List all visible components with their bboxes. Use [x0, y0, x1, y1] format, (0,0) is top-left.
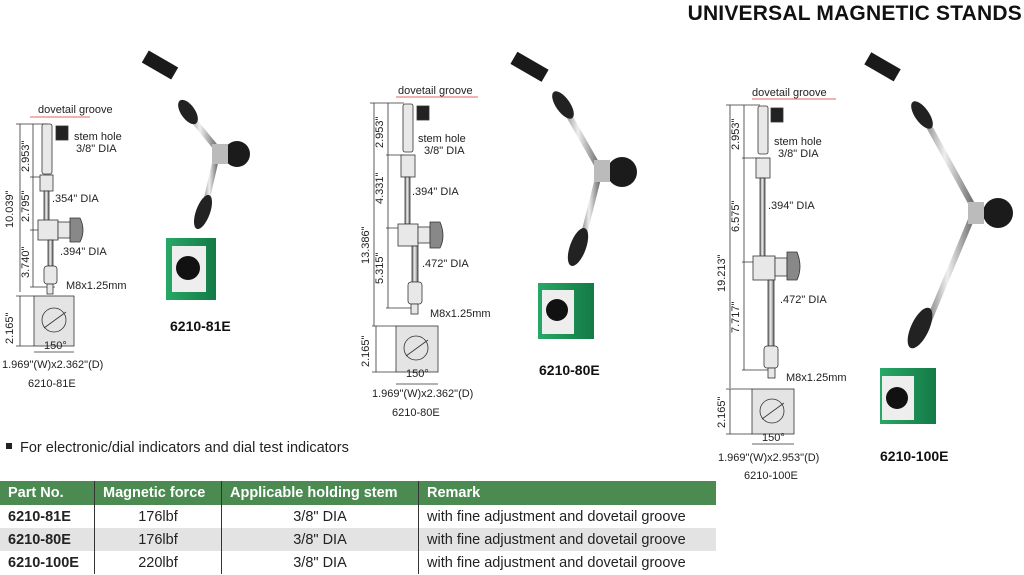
cell-holding-stem: 3/8" DIA [221, 505, 419, 528]
drawing-6210-80E [370, 96, 478, 385]
drawing-model: 6210-80E [392, 407, 440, 419]
segment-3: 7.717" [730, 301, 742, 333]
bullet-square-icon [6, 443, 12, 450]
header-magnetic-force: Magnetic force [94, 481, 222, 505]
rod-dia-2: .472" DIA [780, 294, 827, 306]
segment-3: 5.315" [374, 252, 386, 284]
photo-caption: 6210-81E [170, 318, 231, 334]
segment-1: 2.953" [374, 116, 386, 148]
drawings-layer [16, 50, 1013, 445]
cell-remark: with fine adjustment and dovetail groove [418, 505, 716, 528]
note-text: For electronic/dial indicators and dial … [20, 440, 349, 456]
angle-label: 150° [762, 432, 785, 444]
segment-2: 6.575" [730, 200, 742, 232]
table-row: 6210-80E 176lbf 3/8" DIA with fine adjus… [0, 528, 716, 551]
note-line: For electronic/dial indicators and dial … [6, 440, 349, 456]
dovetail-label: dovetail groove [398, 85, 473, 97]
dovetail-label: dovetail groove [752, 87, 827, 99]
drawing-model: 6210-81E [28, 378, 76, 390]
base-size: 1.969"(W)x2.362"(D) [2, 359, 104, 371]
thread-label: M8x1.25mm [430, 308, 491, 320]
thread-label: M8x1.25mm [66, 280, 127, 292]
total-height: 13.386" [360, 226, 372, 264]
photo-6210-100E [864, 52, 1013, 424]
total-height: 19.213" [716, 254, 728, 292]
table-row: 6210-100E 220lbf 3/8" DIA with fine adju… [0, 551, 716, 574]
drawing-6210-81E [16, 116, 90, 353]
header-part-no: Part No. [0, 481, 95, 505]
total-height: 10.039" [4, 190, 16, 228]
base-height: 2.165" [360, 335, 372, 367]
stem-hole-dia: 3/8" DIA [778, 148, 819, 160]
drawing-model: 6210-100E [744, 470, 798, 482]
base-size: 1.969"(W)x2.953"(D) [718, 452, 820, 464]
cell-magnetic-force: 176lbf [94, 505, 222, 528]
cell-holding-stem: 3/8" DIA [221, 528, 419, 551]
cell-part-no: 6210-80E [0, 528, 95, 551]
rod-dia-2: .472" DIA [422, 258, 469, 270]
page-title: UNIVERSAL MAGNETIC STANDS [687, 2, 1022, 25]
base-height: 2.165" [716, 396, 728, 428]
spec-table: Part No. Magnetic force Applicable holdi… [0, 481, 716, 574]
rod-dia-1: .394" DIA [412, 186, 459, 198]
cell-part-no: 6210-81E [8, 508, 71, 525]
base-size: 1.969"(W)x2.362"(D) [372, 388, 474, 400]
stem-hole-label: stem hole [418, 133, 466, 145]
photo-caption: 6210-80E [539, 362, 600, 378]
base-height: 2.165" [4, 312, 16, 344]
stem-hole-label: stem hole [774, 136, 822, 148]
rod-dia-1: .354" DIA [52, 193, 99, 205]
rod-dia-2: .394" DIA [60, 246, 107, 258]
table-header-row: Part No. Magnetic force Applicable holdi… [0, 481, 716, 505]
segment-1: 2.953" [730, 118, 742, 150]
photo-caption: 6210-100E [880, 448, 949, 464]
stem-hole-label: stem hole [74, 131, 122, 143]
cell-part-no: 6210-100E [8, 554, 79, 571]
dovetail-label: dovetail groove [38, 104, 113, 116]
cell-remark: with fine adjustment and dovetail groove [418, 551, 716, 574]
stem-hole-dia: 3/8" DIA [76, 143, 117, 155]
segment-2: 2.795" [20, 190, 32, 222]
photo-6210-81E [141, 50, 250, 300]
cell-remark: with fine adjustment and dovetail groove [418, 528, 716, 551]
drawing-6210-100E [726, 98, 836, 445]
stem-hole-dia: 3/8" DIA [424, 145, 465, 157]
cell-magnetic-force: 220lbf [94, 551, 222, 574]
header-holding-stem: Applicable holding stem [221, 481, 419, 505]
angle-label: 150° [44, 340, 67, 352]
angle-label: 150° [406, 368, 429, 380]
rod-dia-1: .394" DIA [768, 200, 815, 212]
photo-6210-80E [510, 51, 637, 339]
segment-2: 4.331" [374, 172, 386, 204]
segment-1: 2.953" [20, 140, 32, 172]
cell-magnetic-force: 176lbf [94, 528, 222, 551]
cell-holding-stem: 3/8" DIA [221, 551, 419, 574]
table-row: 6210-81E 176lbf 3/8" DIA with fine adjus… [0, 505, 716, 528]
header-remark: Remark [418, 481, 716, 505]
thread-label: M8x1.25mm [786, 372, 847, 384]
segment-3: 3.740" [20, 246, 32, 278]
